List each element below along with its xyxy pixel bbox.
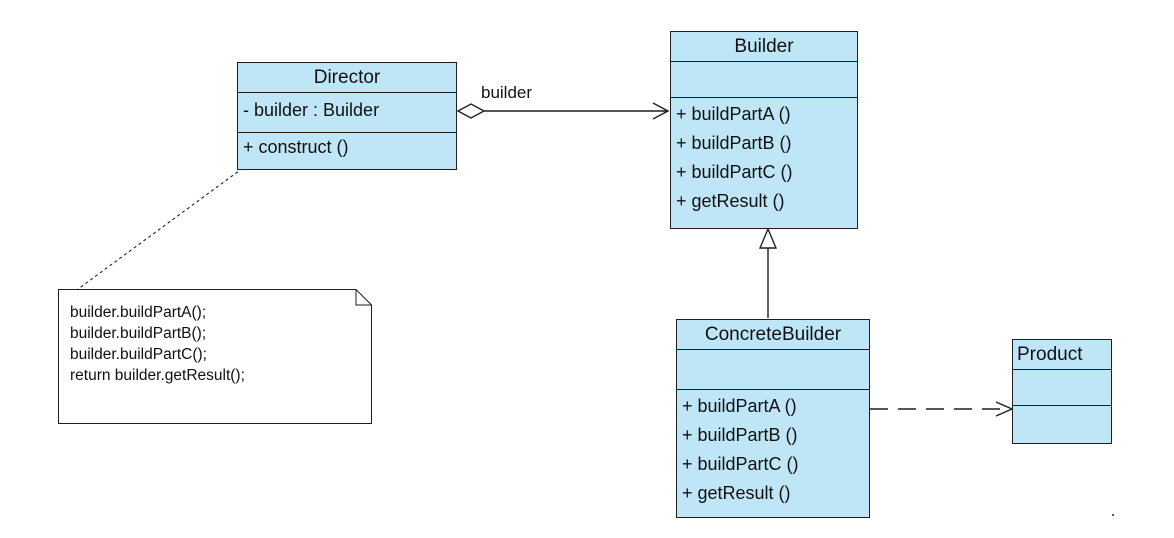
note-line: return builder.getResult(); [70, 367, 245, 384]
concrete-builder-operation: + getResult () [682, 483, 791, 503]
code-note[interactable]: builder.buildPartA(); builder.buildPartB… [58, 289, 372, 424]
stray-dot [1112, 514, 1114, 516]
note-anchor-line [73, 153, 263, 293]
product-class[interactable]: Product [1012, 339, 1112, 444]
director-class[interactable]: Director - builder : Builder + construct… [237, 62, 457, 170]
product-operations [1013, 406, 1111, 442]
builder-class-name: Builder [671, 32, 857, 62]
concrete-builder-operations: + buildPartA () + buildPartB () + buildP… [677, 390, 869, 510]
concrete-builder-operation: + buildPartA () [682, 396, 797, 416]
director-operations: + construct () [238, 133, 456, 169]
note-line: builder.buildPartA(); [70, 304, 207, 321]
dependency-connector [870, 401, 1014, 417]
generalization-connector [758, 227, 778, 318]
builder-class[interactable]: Builder + buildPartA () + buildPartB () … [670, 31, 858, 229]
concrete-builder-class-name: ConcreteBuilder [677, 320, 869, 350]
note-shape [58, 289, 372, 424]
builder-operation: + buildPartC () [676, 162, 793, 182]
director-attributes: - builder : Builder [238, 93, 456, 133]
association-label: builder [481, 83, 533, 102]
aggregation-diamond [456, 103, 486, 119]
concrete-builder-operation: + buildPartC () [682, 454, 799, 474]
note-text: builder.buildPartA(); builder.buildPartB… [70, 302, 245, 386]
director-attribute: - builder : Builder [243, 100, 380, 120]
product-attributes [1013, 370, 1111, 406]
aggregation-connector [456, 102, 670, 120]
product-class-name: Product [1013, 340, 1111, 370]
note-line: builder.buildPartB(); [70, 325, 207, 342]
director-class-name: Director [238, 63, 456, 93]
builder-operation: + getResult () [676, 191, 785, 211]
generalization-triangle [758, 227, 778, 249]
builder-operation: + buildPartB () [676, 133, 792, 153]
director-operation: + construct () [243, 137, 349, 157]
note-line: builder.buildPartC(); [70, 346, 207, 363]
navigability-arrowhead [652, 102, 670, 120]
concrete-builder-operation: + buildPartB () [682, 425, 798, 445]
builder-attributes [671, 62, 857, 98]
concrete-builder-attributes [677, 350, 869, 390]
concrete-builder-class[interactable]: ConcreteBuilder + buildPartA () + buildP… [676, 319, 870, 518]
builder-operation: + buildPartA () [676, 104, 791, 124]
builder-operations: + buildPartA () + buildPartB () + buildP… [671, 98, 857, 218]
